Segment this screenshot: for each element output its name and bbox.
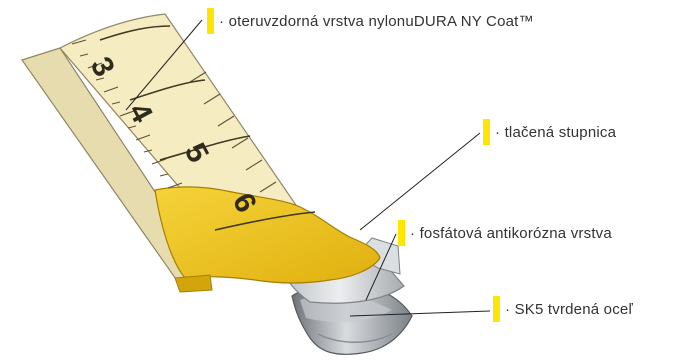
callout-steel-core: · SK5 tvrdená oceľ: [493, 296, 633, 322]
callout-label: · oteruvzdorná vrstva nylonuDURA NY Coat…: [219, 13, 534, 30]
callout-label: · tlačená stupnica: [495, 124, 616, 141]
callout-marker: [493, 296, 500, 322]
callout-label: · SK5 tvrdená oceľ: [505, 301, 633, 318]
callout-nylon-coating: · oteruvzdorná vrstva nylonuDURA NY Coat…: [207, 8, 534, 34]
callout-label: · fosfátová antikorózna vrstva: [410, 225, 612, 242]
callout-printed-scale: · tlačená stupnica: [483, 119, 616, 145]
leader-line-scale: [360, 133, 480, 230]
callout-phosphate-layer: · fosfátová antikorózna vrstva: [398, 220, 612, 246]
callout-marker: [483, 119, 490, 145]
callout-marker: [207, 8, 214, 34]
callout-marker: [398, 220, 405, 246]
tape-yellow-section: [155, 187, 380, 283]
